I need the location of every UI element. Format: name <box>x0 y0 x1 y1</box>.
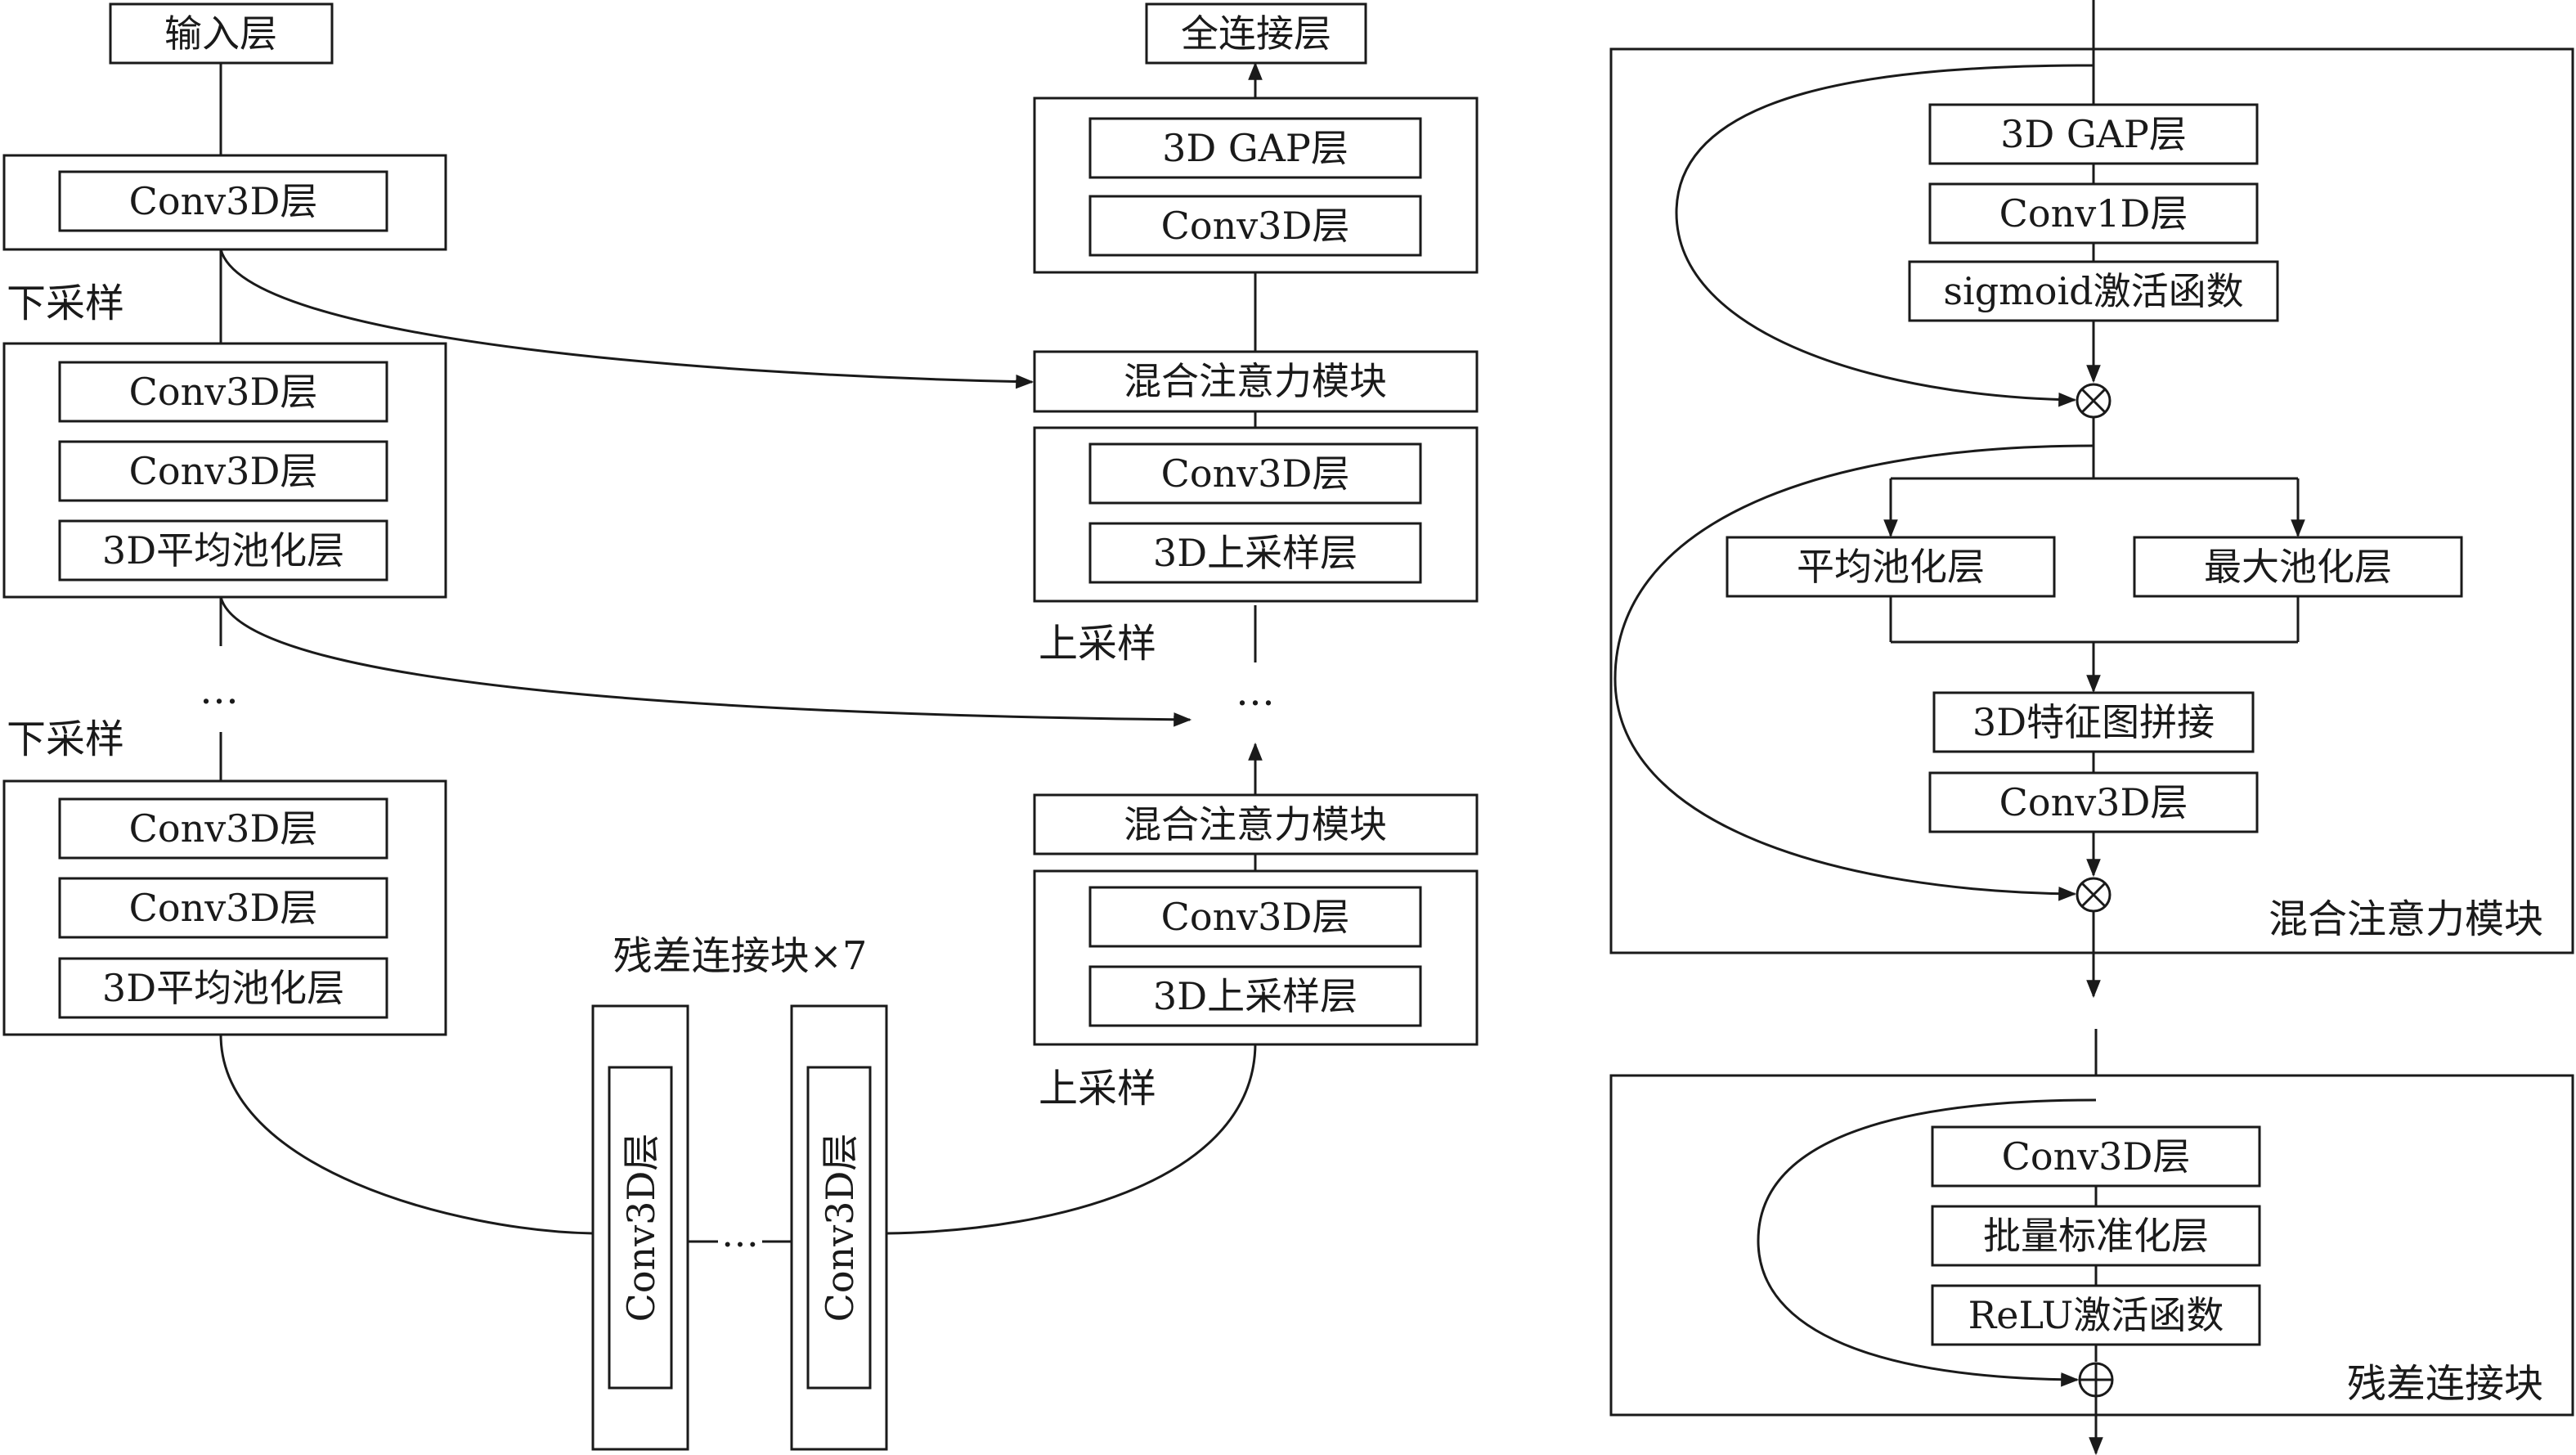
residual-block-detail: Conv3D层 批量标准化层 ReLU激活函数 残差连接块 <box>1609 1029 2574 1455</box>
conv3d-label: Conv3D层 <box>129 806 318 851</box>
downsample-label: 下采样 <box>7 716 124 762</box>
gap3d-label: 3D GAP层 <box>2000 112 2187 156</box>
conv3d-label: Conv3D层 <box>129 179 318 223</box>
decoder: Conv3D层 3D上采样层 上采样 混合注意力模块 … 上采样 Conv3D层… <box>1033 2 1479 1111</box>
conv3d-label: Conv3D层 <box>2002 1134 2191 1179</box>
fully-connected-box <box>1145 2 1367 65</box>
concat-box <box>1932 691 2255 753</box>
conv3d-box <box>58 797 388 860</box>
avgpool-box <box>1726 536 2056 598</box>
attention-module-label: 混合注意力模块 <box>1124 802 1387 847</box>
residual-ellipsis: … <box>721 1211 759 1255</box>
conv3d-label: Conv3D层 <box>129 370 318 414</box>
conv3d-box <box>1088 442 1422 505</box>
residual-caption: 残差连接块×7 <box>613 933 868 979</box>
residual-detail-caption: 残差连接块 <box>2347 1361 2543 1407</box>
conv3d-box <box>1088 886 1422 948</box>
attention-detail-caption: 混合注意力模块 <box>2269 896 2543 942</box>
channel-attention-skip <box>1675 64 2094 407</box>
encoder-ellipsis: … <box>200 667 239 713</box>
conv3d-box <box>1088 195 1422 257</box>
multiply-icon <box>2080 882 2107 908</box>
gap3d-label: 3D GAP层 <box>1162 126 1349 170</box>
conv3d-box <box>58 361 388 423</box>
conv3d-box <box>58 877 388 939</box>
encoder: 输入层 Conv3D层 下采样 Conv3D层 Conv3D层 3D平均池化层 … <box>2 2 447 1036</box>
sigmoid-label: sigmoid激活函数 <box>1943 269 2243 313</box>
fully-connected-label: 全连接层 <box>1181 11 1331 56</box>
conv3d-label: Conv3D层 <box>818 1134 862 1323</box>
conv3d-label: Conv3D层 <box>129 886 318 930</box>
conv3d-label: Conv3D层 <box>1161 895 1350 939</box>
attention-module-label: 混合注意力模块 <box>1124 359 1387 403</box>
conv3d-box <box>58 170 388 232</box>
upsample3d-label: 3D上采样层 <box>1153 531 1358 575</box>
skip-connection-arrow <box>219 249 1034 389</box>
conv3d-box <box>806 1066 872 1390</box>
skip-connection-arrow <box>219 596 1192 727</box>
relu-label: ReLU激活函数 <box>1968 1293 2224 1337</box>
conv1d-label: Conv1D层 <box>1999 191 2188 236</box>
avgpool-label: 平均池化层 <box>1797 545 1985 589</box>
downsample-label: 下采样 <box>7 281 124 326</box>
conv3d-box <box>58 440 388 502</box>
input-layer-box <box>109 2 334 65</box>
concat-label: 3D特征图拼接 <box>1972 700 2215 744</box>
conv3d-label: Conv3D层 <box>1161 204 1350 248</box>
conv3d-label: Conv3D层 <box>619 1134 663 1323</box>
upsample3d-box <box>1088 965 1422 1027</box>
batchnorm-label: 批量标准化层 <box>1983 1214 2209 1258</box>
conv3d-label: Conv3D层 <box>129 449 318 493</box>
avgpool3d-box <box>58 957 388 1019</box>
encoder-to-bottleneck-curve <box>219 1034 594 1235</box>
bottleneck-to-decoder-curve <box>886 1042 1257 1235</box>
bottleneck: 残差连接块×7 Conv3D层 Conv3D层 … <box>219 933 1257 1451</box>
upsample-label: 上采样 <box>1039 621 1156 667</box>
upsample3d-box <box>1088 522 1422 584</box>
decoder-ellipsis: … <box>1236 669 1275 715</box>
upsample-label: 上采样 <box>1039 1066 1156 1111</box>
attention-module-detail: 3D GAP层 Conv1D层 sigmoid激活函数 平均池化层 最大池化层 … <box>1609 0 2574 999</box>
maxpool-box <box>2133 536 2463 598</box>
avgpool3d-box <box>58 519 388 582</box>
avgpool3d-label: 3D平均池化层 <box>102 528 344 573</box>
maxpool-label: 最大池化层 <box>2204 545 2392 589</box>
residual-skip <box>1757 1098 2097 1387</box>
input-layer-label: 输入层 <box>164 11 277 56</box>
avgpool3d-label: 3D平均池化层 <box>102 966 344 1010</box>
upsample3d-label: 3D上采样层 <box>1153 974 1358 1018</box>
batchnorm-box <box>1931 1205 2261 1267</box>
conv3d-label: Conv3D层 <box>1161 451 1350 496</box>
multiply-icon <box>2080 388 2107 414</box>
spatial-attention-skip <box>1613 444 2094 901</box>
conv3d-box <box>608 1066 673 1390</box>
conv3d-box <box>1931 1125 2261 1188</box>
conv3d-label: Conv3D层 <box>1999 780 2188 824</box>
gap3d-box <box>1088 117 1422 179</box>
